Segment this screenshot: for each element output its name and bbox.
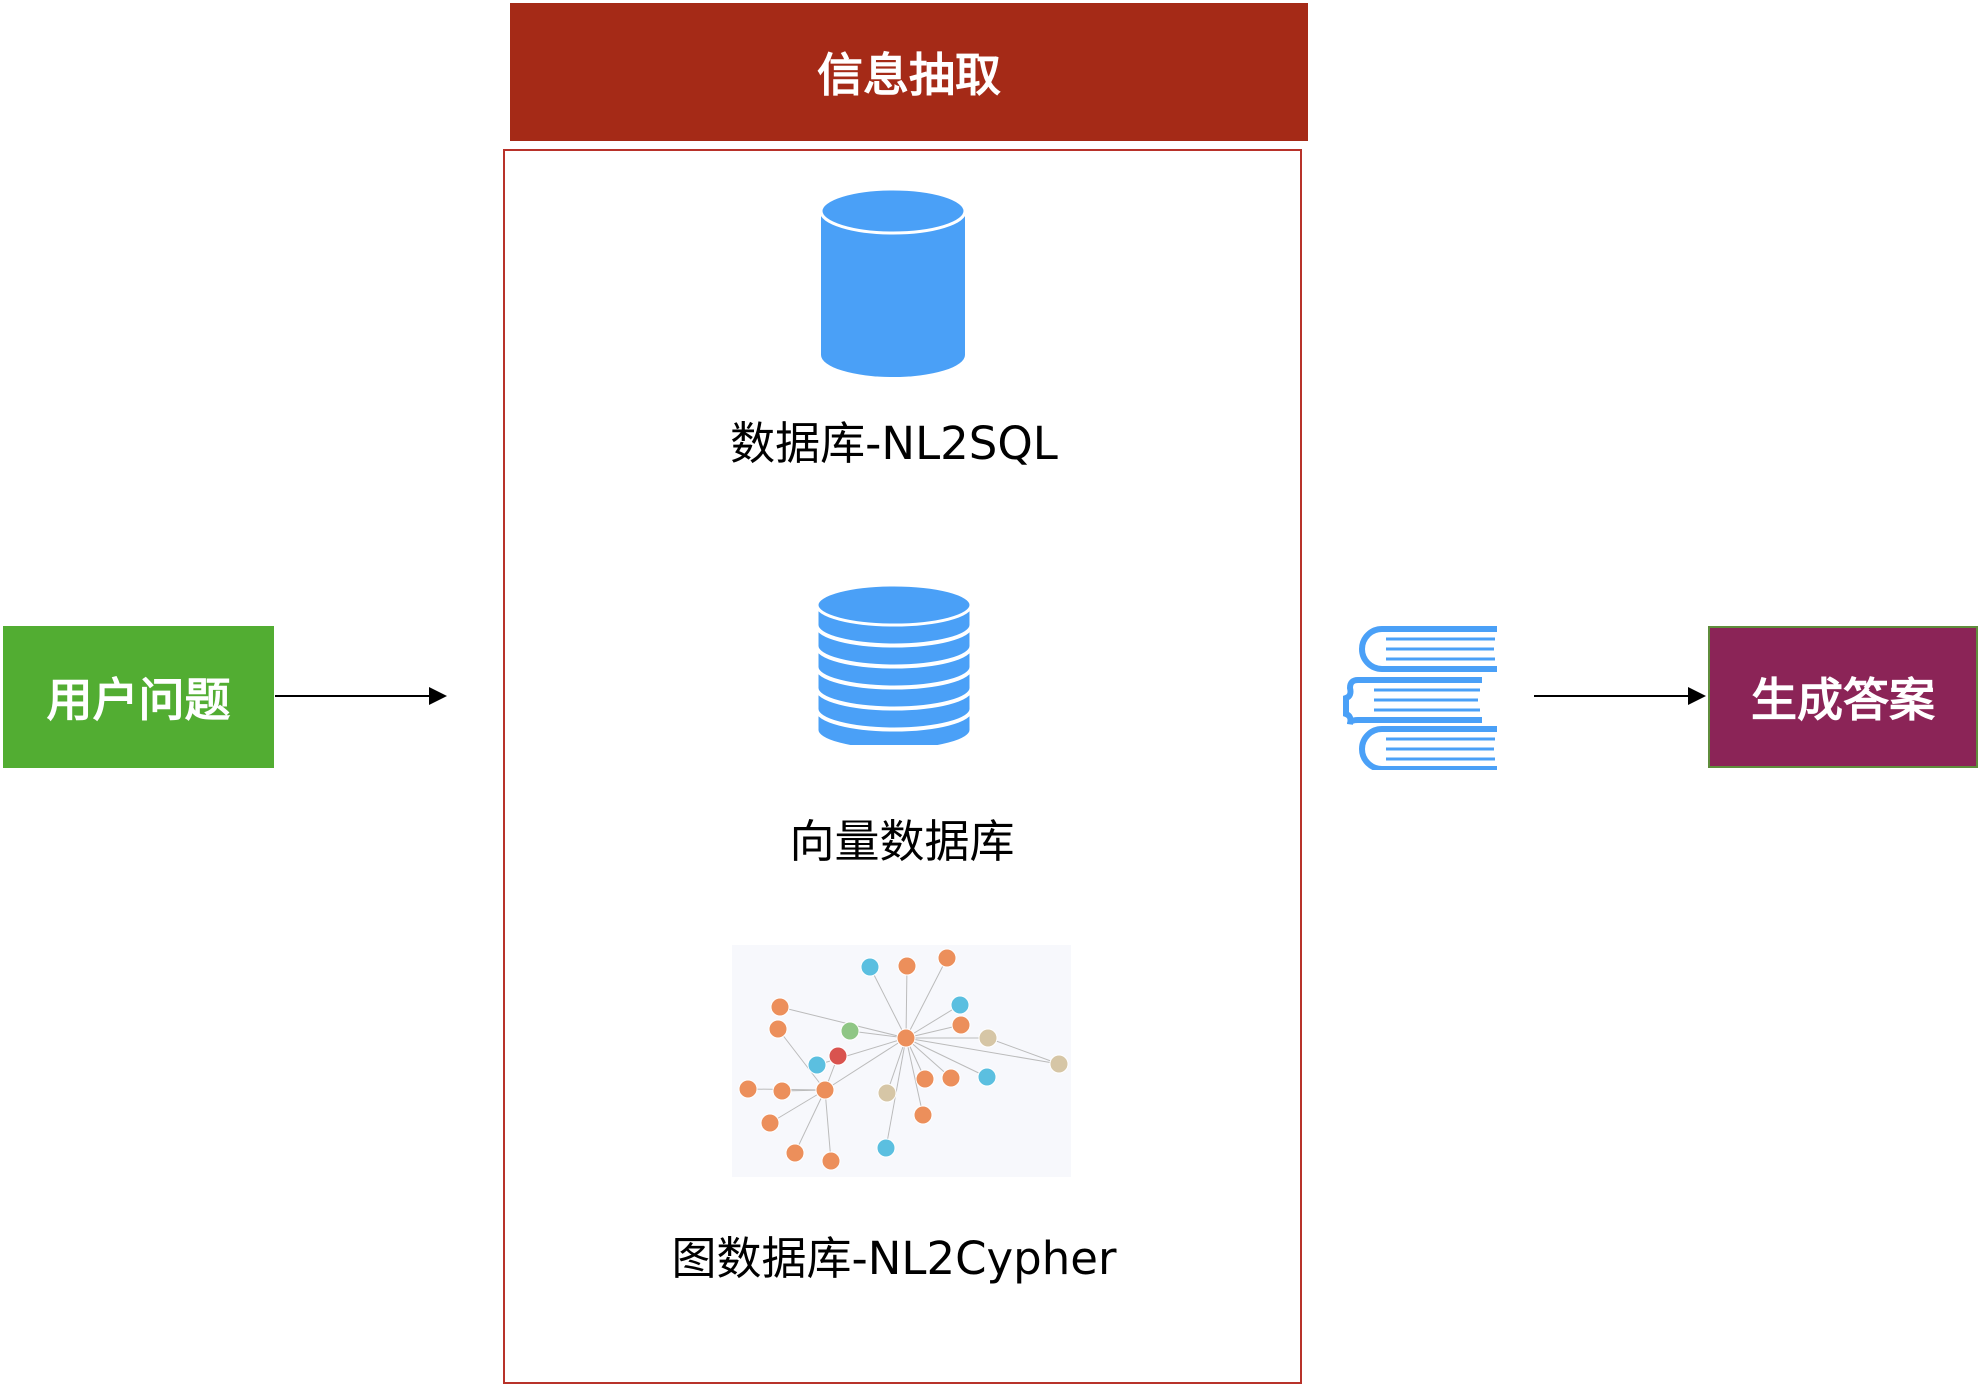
graph-edge	[905, 1037, 924, 1116]
graph-node	[896, 1028, 916, 1048]
graph-edge	[905, 957, 948, 1039]
graph-node	[1049, 1054, 1069, 1074]
graph-node	[815, 1080, 835, 1100]
vector-database-icon	[815, 583, 973, 745]
graph-node	[951, 1015, 971, 1035]
generate-answer-box: 生成答案	[1708, 626, 1978, 768]
graph-node	[913, 1105, 933, 1125]
info-extraction-header: 信息抽取	[510, 3, 1308, 141]
graph-edge	[905, 1037, 988, 1078]
graph-node	[876, 1138, 896, 1158]
graph-edge	[905, 1004, 961, 1039]
graph-node	[760, 1113, 780, 1133]
graph-edge	[886, 1037, 907, 1094]
graph-node	[828, 1046, 848, 1066]
graph-node	[860, 957, 880, 977]
user-question-box: 用户问题	[3, 626, 274, 768]
arrow-to-answer	[1534, 687, 1706, 705]
graph-node	[807, 1055, 827, 1075]
graph-edge	[794, 1089, 826, 1154]
graph-node	[821, 1151, 841, 1171]
graph-node	[768, 1019, 788, 1039]
graph-edge	[905, 1037, 1060, 1065]
graph-node	[950, 995, 970, 1015]
header-title: 信息抽取	[817, 48, 1001, 102]
graph-edge	[769, 1089, 826, 1124]
extraction-container	[503, 149, 1302, 1384]
database-icon	[819, 187, 967, 377]
graph-edge	[824, 1037, 907, 1091]
books-icon	[1343, 626, 1497, 770]
graph-node	[877, 1083, 897, 1103]
user-question-label: 用户问题	[46, 673, 231, 727]
arrow-to-extraction	[275, 687, 447, 705]
source-label-vector: 向量数据库	[789, 815, 1015, 868]
graph-node	[977, 1067, 997, 1087]
source-label-sql: 数据库-NL2SQL	[730, 417, 1058, 470]
graph-edge	[777, 1028, 826, 1091]
graph-node	[941, 1068, 961, 1088]
graph-node	[770, 997, 790, 1017]
graph-edge	[824, 1089, 832, 1162]
graph-node	[772, 1081, 792, 1101]
graph-node	[978, 1028, 998, 1048]
generate-answer-label: 生成答案	[1751, 673, 1935, 727]
graph-node	[897, 956, 917, 976]
graph-node	[738, 1079, 758, 1099]
graph-edge	[905, 965, 908, 1039]
graph-edge	[905, 1037, 952, 1079]
source-label-graph: 图数据库-NL2Cypher	[671, 1232, 1117, 1285]
knowledge-graph-image	[732, 945, 1071, 1177]
graph-node	[937, 948, 957, 968]
graph-node	[785, 1143, 805, 1163]
graph-edge	[779, 1006, 907, 1039]
graph-edge	[869, 966, 907, 1039]
graph-node	[840, 1021, 860, 1041]
graph-node	[915, 1069, 935, 1089]
